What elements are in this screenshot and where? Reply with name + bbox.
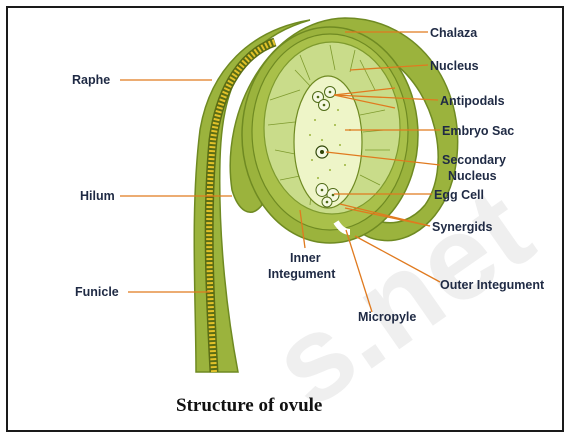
label-inner-line2: Integument	[268, 267, 336, 281]
label-synergids: Synergids	[432, 220, 492, 234]
label-hilum: Hilum	[80, 189, 115, 203]
label-secondary-line1: Secondary	[442, 153, 506, 167]
label-antipodals: Antipodals	[440, 94, 505, 108]
label-nucleus: Nucleus	[430, 59, 479, 73]
label-chalaza: Chalaza	[430, 26, 478, 40]
label-micropyle: Micropyle	[358, 310, 416, 324]
label-egg-cell: Egg Cell	[434, 188, 484, 202]
label-embryo-sac: Embryo Sac	[442, 124, 514, 138]
label-outer-integument: Outer Integument	[440, 278, 545, 292]
label-raphe: Raphe	[72, 73, 110, 87]
label-secondary-line2: Nucleus	[448, 169, 497, 183]
label-inner-line1: Inner	[290, 251, 321, 265]
label-funicle: Funicle	[75, 285, 119, 299]
caption: Structure of ovule	[176, 395, 322, 416]
